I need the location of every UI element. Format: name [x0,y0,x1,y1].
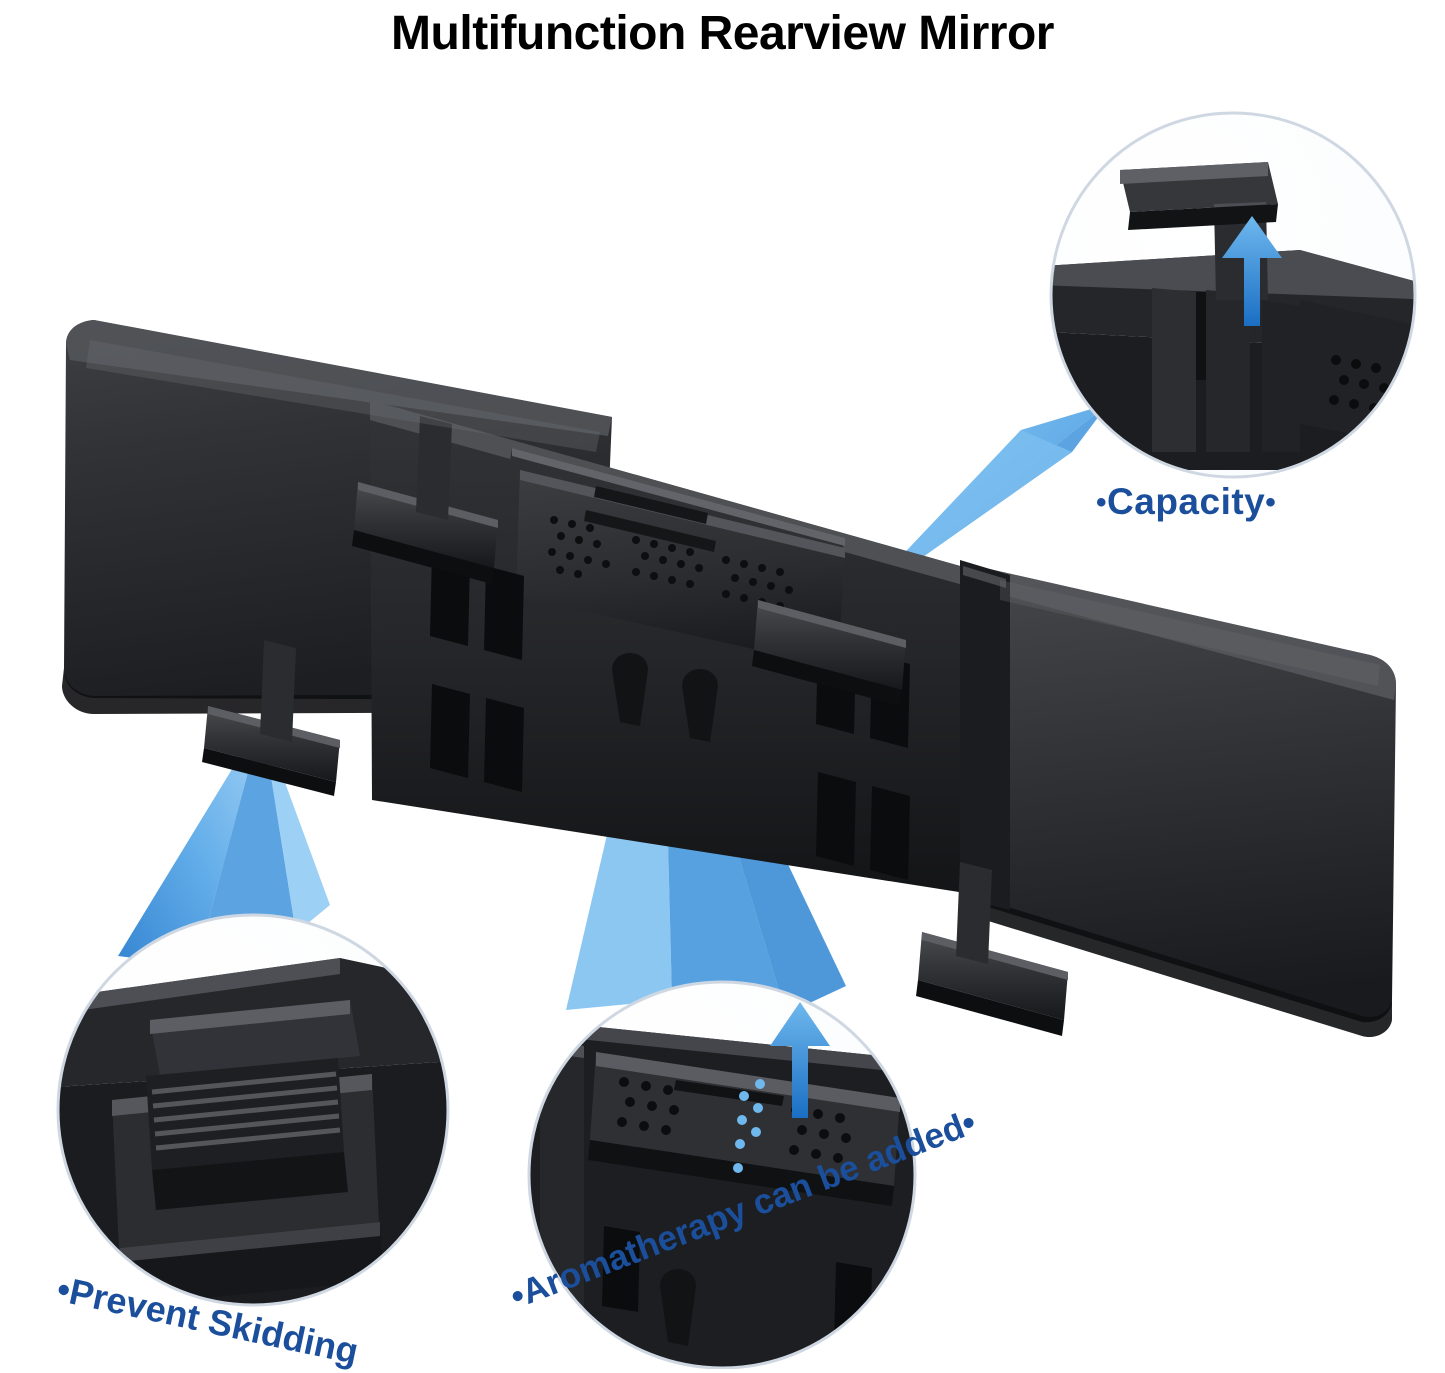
callout-circle-aromatherapy [527,980,917,1369]
page-title: Multifunction Rearview Mirror [391,7,1054,60]
product-mirror [62,320,1396,1038]
callout-circle-prevent-skidding [56,913,450,1307]
callout-circle-capacity [1049,111,1417,479]
